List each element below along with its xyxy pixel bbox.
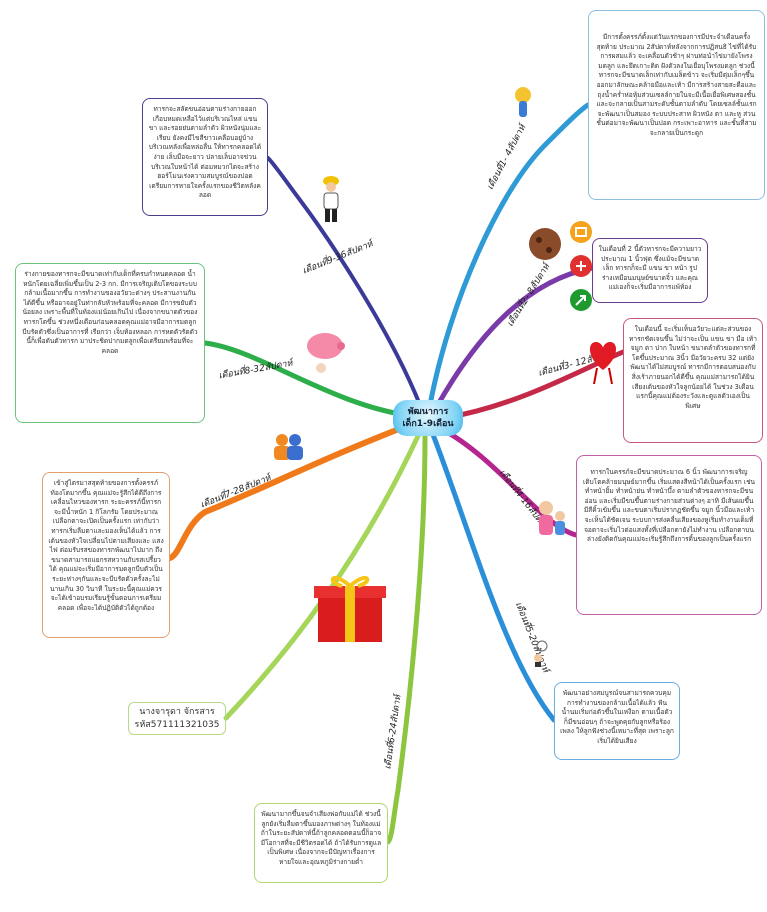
note-m8-text: ร่างกายของทารกจะมีขนาดเท่ากับเด็กที่ครบก… [22, 270, 198, 355]
link-m6 [385, 433, 428, 845]
note-m8[interactable]: ร่างกายของทารกจะมีขนาดเท่ากับเด็กที่ครบก… [15, 263, 205, 423]
heart-character-icon [589, 342, 617, 385]
central-topic[interactable]: พัฒนาการ เด็ก1-9เดือน [393, 400, 463, 436]
note-m5-text: พัฒนาอย่างสมบูรณ์จนสามารถควบคุมการทำงานข… [560, 689, 674, 745]
hand-pointer-icon [515, 87, 531, 117]
link-m8 [202, 340, 415, 419]
link-m2 [433, 265, 595, 411]
note-m9-text: ทารกจะสลัดขนอ่อนตามร่างกายออกเกือบหมดเหล… [148, 105, 262, 200]
note-m6-text: พัฒนามากขึ้นจนจำเสียงพ่อกับแม่ได้ ช่วงนี… [260, 810, 382, 866]
note-m1[interactable]: มีการตั้งครรภ์ตั้งแต่วันแรกของการมีประจำ… [588, 10, 765, 200]
mother-child-icon [539, 501, 565, 535]
note-m7-text: เข้าสู่ไตรมาสสุดท้ายของการตั้งครรภ์ ท้อง… [48, 479, 164, 612]
note-m4-text: ทารกในครรภ์จะมีขนาดประมาณ 6 นิ้ว พัฒนากา… [582, 468, 756, 544]
note-m2-text: ในเดือนที่ 2 นี้ตัวทารกจะมีความยาวประมาณ… [598, 245, 702, 292]
link-m5 [429, 429, 557, 723]
action-icons [570, 221, 592, 311]
piggy-bank-icon [307, 333, 345, 373]
author-box[interactable]: นางจารุดา จักรสาร รหัส571111321035 [128, 702, 226, 735]
author-code: รหัส571111321035 [134, 720, 220, 730]
gift-icon [314, 575, 386, 642]
note-m3[interactable]: ในเดือนนี้ จะเริ่มเห็นอวัยวะแต่ละส่วนของ… [623, 318, 763, 443]
author-name: นางจารุดา จักรสาร [139, 707, 215, 717]
note-m3-text: ในเดือนนี้ จะเริ่มเห็นอวัยวะแต่ละส่วนของ… [629, 325, 757, 410]
note-m7[interactable]: เข้าสู่ไตรมาสสุดท้ายของการตั้งครรภ์ ท้อง… [42, 472, 170, 638]
cookie-icon [529, 228, 561, 260]
note-m5[interactable]: พัฒนาอย่างสมบูรณ์จนสามารถควบคุมการทำงานข… [554, 682, 680, 760]
central-topic-line2: เด็ก1-9เดือน [402, 419, 454, 429]
note-m6[interactable]: พัฒนามากขึ้นจนจำเสียงพ่อกับแม่ได้ ช่วงนี… [254, 803, 388, 883]
link-m7 [167, 421, 415, 561]
central-topic-line1: พัฒนาการ [407, 407, 449, 417]
note-m4[interactable]: ทารกในครรภ์จะมีขนาดประมาณ 6 นิ้ว พัฒนากา… [576, 455, 762, 615]
note-m1-text: มีการตั้งครรภ์ตั้งแต่วันแรกของการมีประจำ… [596, 33, 757, 137]
link-m9 [266, 156, 422, 407]
people-icon [274, 434, 303, 460]
link-m1 [427, 102, 591, 408]
note-m2[interactable]: ในเดือนที่ 2 นี้ตัวทารกจะมีความยาวประมาณ… [592, 238, 708, 303]
worker-icon [323, 176, 339, 222]
thinking-person-icon [534, 640, 548, 667]
note-m9[interactable]: ทารกจะสลัดขนอ่อนตามร่างกายออกเกือบหมดเหล… [142, 98, 268, 216]
